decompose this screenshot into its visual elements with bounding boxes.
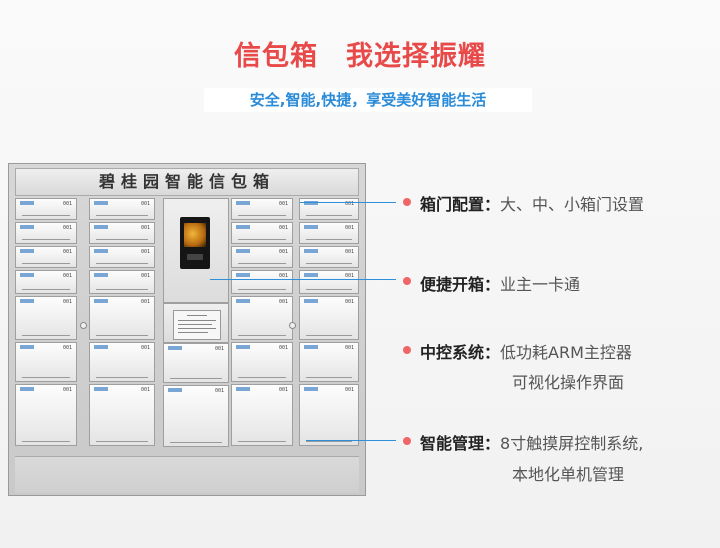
door-column-center: 001 001 — [163, 343, 229, 456]
locker-door: 001 — [15, 270, 77, 294]
bullet-dot — [403, 437, 411, 445]
locker-door: 001 — [299, 296, 359, 340]
feature-smart-management-line2: 本地化单机管理 — [512, 465, 625, 484]
cabinet-base — [15, 456, 359, 493]
callout-line — [210, 279, 396, 280]
locker-door: 001 — [15, 222, 77, 244]
touch-screen-panel — [163, 198, 229, 303]
locker-door: 001 — [15, 296, 77, 340]
locker-door: 001 — [231, 222, 293, 244]
locker-door: 001 — [231, 342, 293, 382]
locker-door: 001 — [15, 342, 77, 382]
locker-door: 001 — [299, 384, 359, 446]
lock-icon — [289, 322, 296, 329]
door-column-4: 001 001 001 001 001 001 001 — [231, 198, 293, 456]
mailbox-cabinet-image: 碧桂园智能信包箱 001 001 001 001 001 001 001 001… — [8, 163, 366, 496]
cabinet-header: 碧桂园智能信包箱 — [15, 168, 359, 196]
door-column-2: 001 001 001 001 001 001 001 — [89, 198, 155, 456]
card-reader — [187, 254, 203, 260]
locker-door: 001 — [89, 270, 155, 294]
callout-line — [300, 202, 396, 203]
locker-door: 001 — [89, 198, 155, 220]
feature-central-control-line2: 可视化操作界面 — [512, 373, 625, 392]
locker-door: 001 — [89, 296, 155, 340]
locker-door: 001 — [231, 270, 293, 294]
locker-door: 001 — [89, 246, 155, 268]
feature-central-control: 中控系统：低功耗ARM主控器 — [420, 343, 632, 362]
locker-door: 001 — [299, 342, 359, 382]
locker-door: 001 — [299, 222, 359, 244]
locker-door: 001 — [163, 385, 229, 447]
locker-door: 001 — [163, 343, 229, 383]
locker-door: 001 — [299, 270, 359, 294]
notice-sheet — [173, 310, 221, 340]
subtitle: 安全,智能,快捷，享受美好智能生活 — [249, 91, 487, 109]
locker-door: 001 — [15, 384, 77, 446]
locker-door: 001 — [299, 198, 359, 220]
touch-screen — [180, 217, 210, 269]
bullet-dot — [403, 277, 411, 285]
locker-door: 001 — [231, 384, 293, 446]
bullet-dot — [403, 198, 411, 206]
feature-smart-management: 智能管理：8寸触摸屏控制系统, — [420, 434, 644, 453]
locker-door: 001 — [89, 342, 155, 382]
locker-door: 001 — [299, 246, 359, 268]
door-column-5: 001 001 001 001 001 001 001 — [299, 198, 359, 456]
locker-door: 001 — [89, 222, 155, 244]
subtitle-banner: 安全,智能,快捷，享受美好智能生活 — [204, 88, 532, 112]
locker-door: 001 — [231, 296, 293, 340]
locker-door: 001 — [231, 198, 293, 220]
locker-door: 001 — [15, 198, 77, 220]
callout-line — [306, 440, 396, 441]
page-title: 信包箱 我选择振耀 — [234, 41, 486, 72]
feature-door-config: 箱门配置：大、中、小箱门设置 — [420, 195, 645, 214]
lock-icon — [80, 322, 87, 329]
door-column-1: 001 001 001 001 001 001 001 — [15, 198, 77, 456]
locker-door: 001 — [231, 246, 293, 268]
locker-door: 001 — [89, 384, 155, 446]
feature-easy-open: 便捷开箱：业主一卡通 — [420, 275, 581, 294]
notice-panel — [163, 303, 229, 343]
bullet-dot — [403, 346, 411, 354]
locker-door: 001 — [15, 246, 77, 268]
